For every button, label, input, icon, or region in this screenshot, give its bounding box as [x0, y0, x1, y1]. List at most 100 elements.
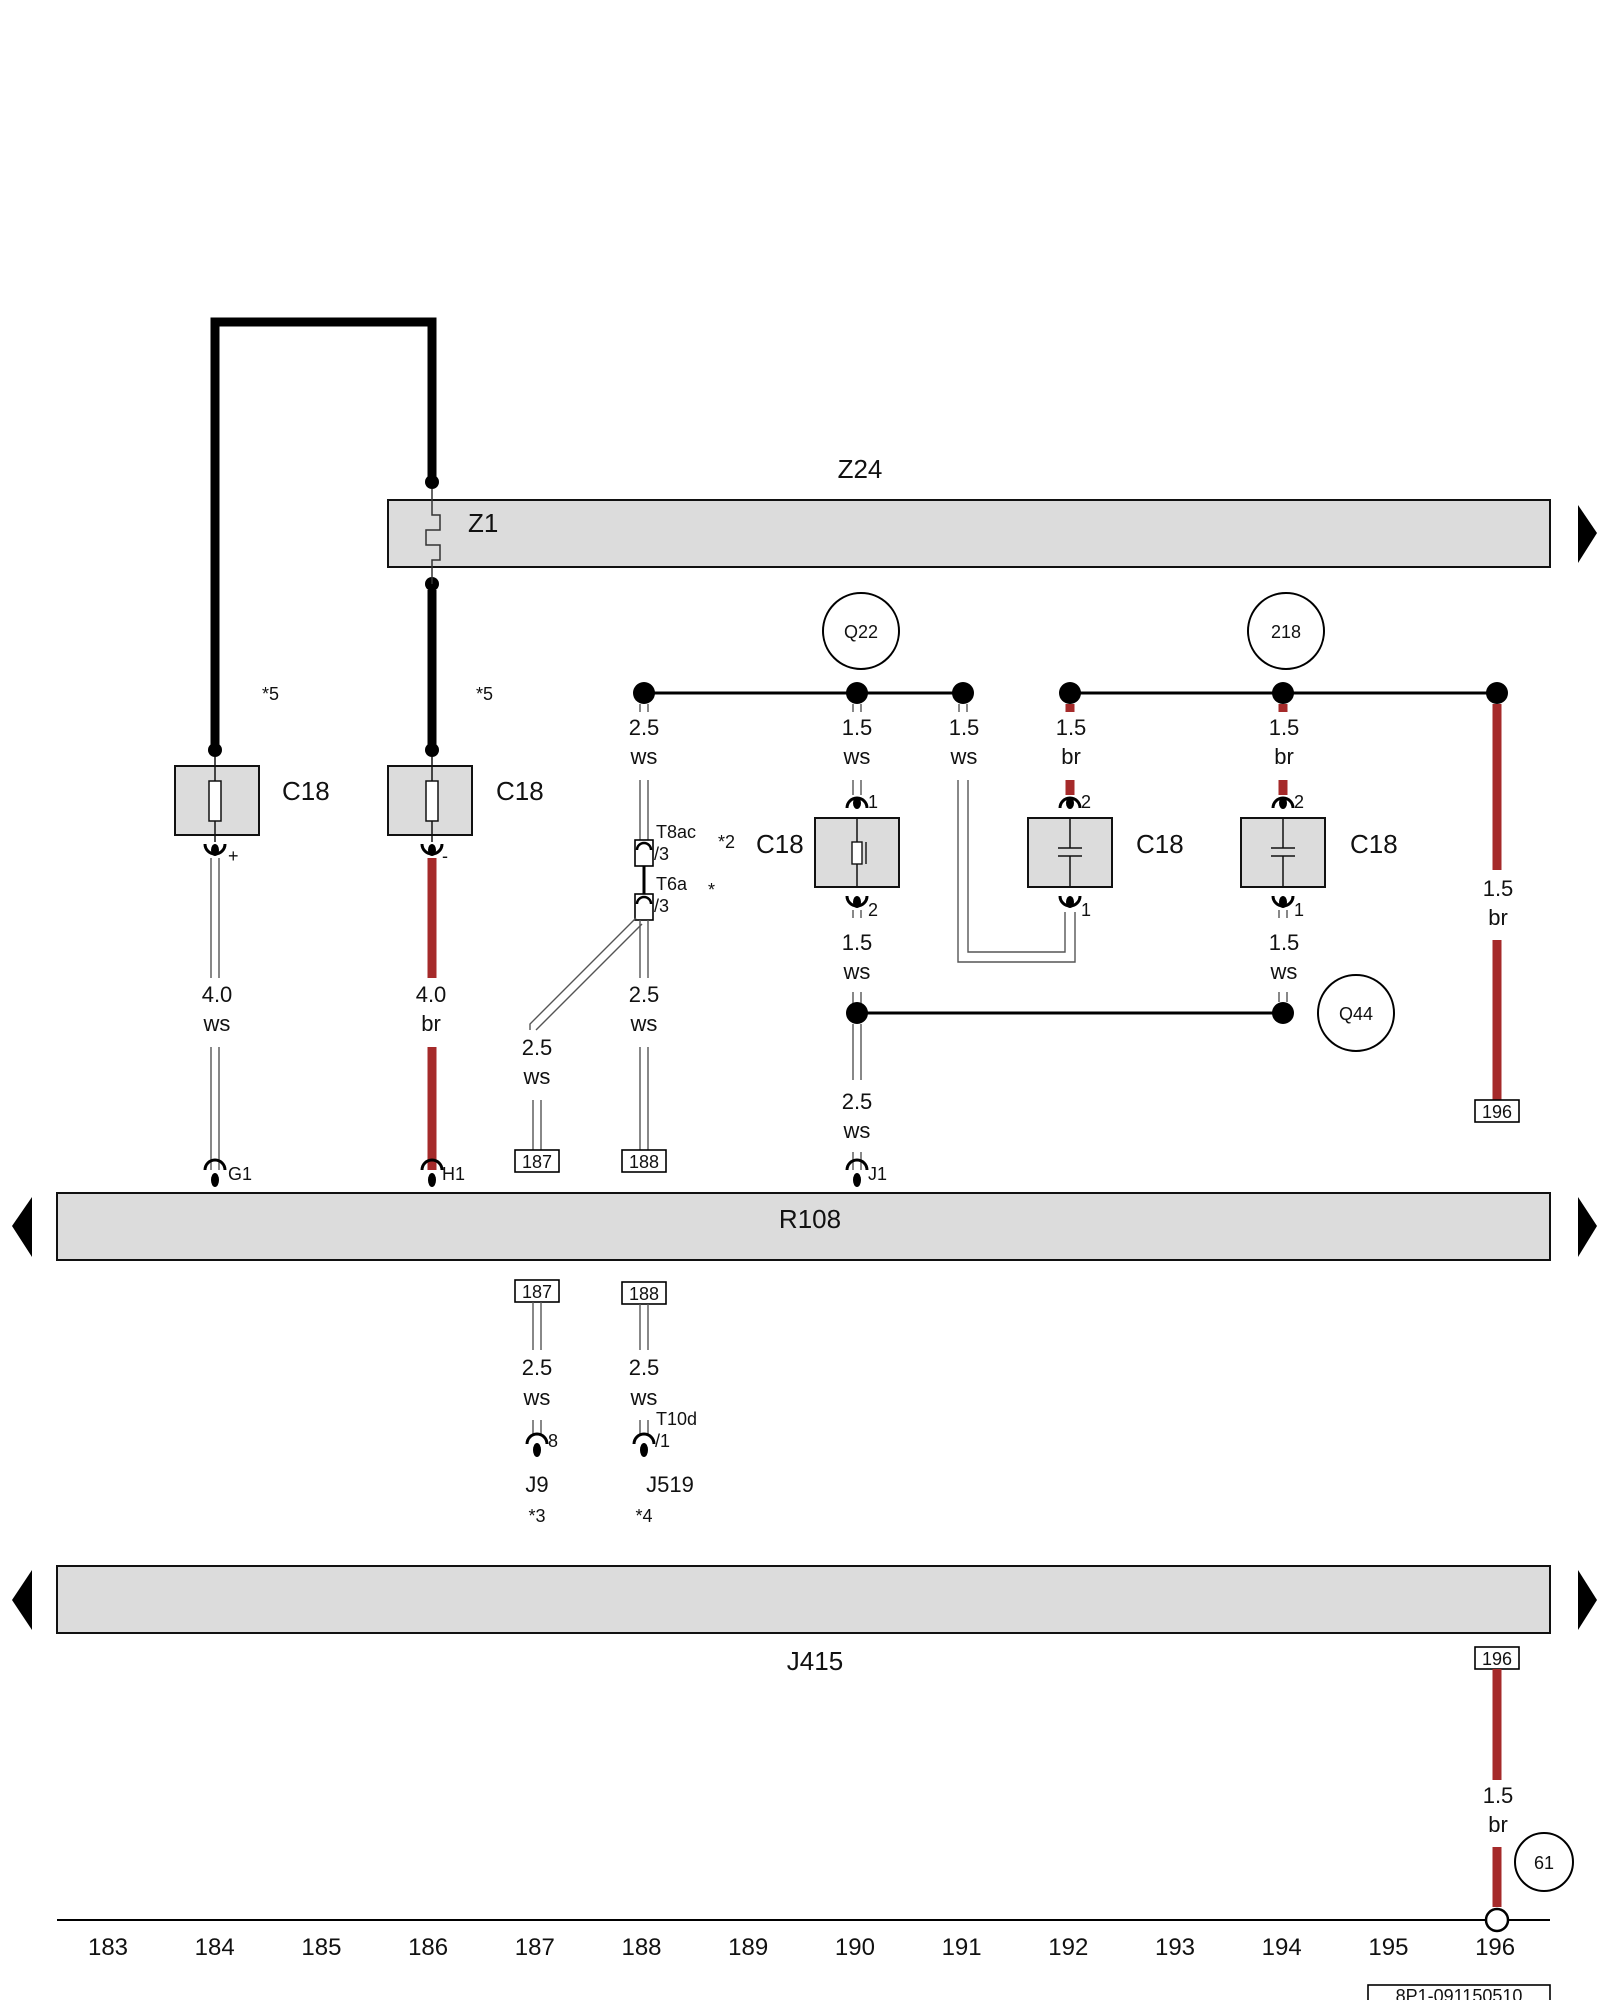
- pin-1: 1: [1294, 900, 1304, 920]
- connector-pin: [211, 1173, 219, 1187]
- r108-bus-bar: [56, 1192, 1551, 1261]
- ref-box-188: [621, 1149, 667, 1173]
- pin-j1: J1: [868, 1164, 887, 1184]
- column-number: 186: [408, 1934, 448, 1961]
- wire-size: 2.5: [842, 1089, 873, 1114]
- circle-q22-label: Q22: [844, 622, 878, 642]
- circle-q44: [1317, 974, 1395, 1052]
- connector-pin: [1066, 797, 1074, 809]
- pin-2: 2: [1294, 792, 1304, 812]
- connector-pin: [632, 1432, 656, 1445]
- j519-label: J519: [646, 1472, 694, 1497]
- wire-size: 1.5: [1269, 715, 1300, 740]
- circle-61: [1514, 1832, 1574, 1892]
- node: [846, 1002, 868, 1024]
- wire-size: 2.5: [522, 1035, 553, 1060]
- c18-label-1: C18: [282, 776, 330, 806]
- left-arrow-j415: [12, 1570, 32, 1630]
- note-star5-a: *5: [262, 684, 279, 704]
- ws-wire-diagonal: [529, 917, 637, 1030]
- c18-label-4: C18: [1136, 829, 1184, 859]
- pin-1: 1: [868, 792, 878, 812]
- c18-label-5: C18: [1350, 829, 1398, 859]
- z24-label: Z24: [838, 454, 883, 484]
- connector-pin: [533, 1443, 541, 1457]
- column-number: 184: [195, 1934, 235, 1961]
- pin-2: 2: [868, 900, 878, 920]
- note-star3: *3: [528, 1506, 545, 1526]
- node: [633, 682, 655, 704]
- wire-color: br: [421, 1011, 441, 1036]
- note-star4: *4: [635, 1506, 652, 1526]
- pin-1: /1: [655, 1431, 670, 1451]
- connector-pin: [853, 1173, 861, 1187]
- node: [1059, 682, 1081, 704]
- column-number: 189: [728, 1934, 768, 1961]
- ref-196: 196: [1482, 1102, 1512, 1122]
- connector-pin: [1066, 896, 1074, 908]
- ref-box-187-lower: [514, 1279, 560, 1303]
- wire-size: 1.5: [949, 715, 980, 740]
- wire-color: br: [1488, 905, 1508, 930]
- column-number: 192: [1048, 1934, 1088, 1961]
- pin-g1: G1: [228, 1164, 252, 1184]
- column-number: 190: [835, 1934, 875, 1961]
- ref-box-187: [514, 1149, 560, 1173]
- resistor-symbol: [208, 780, 222, 822]
- wire-size: 1.5: [1056, 715, 1087, 740]
- connector-pin: [1279, 797, 1287, 809]
- wire-color: ws: [630, 744, 658, 769]
- ws-wire-loop: [967, 780, 1066, 953]
- black-harness-wire: [210, 317, 437, 752]
- component-symbol: [851, 841, 863, 865]
- node: [1272, 682, 1294, 704]
- circle-218-label: 218: [1271, 622, 1301, 642]
- node: [846, 682, 868, 704]
- z24-bus-bar: [387, 499, 1551, 568]
- wire-size: 1.5: [1483, 1783, 1514, 1808]
- wire-color: ws: [523, 1385, 551, 1410]
- wire-color: ws: [843, 959, 871, 984]
- circle-q22: [822, 592, 900, 670]
- wire-color: br: [1274, 744, 1294, 769]
- pin-minus: -: [442, 846, 448, 866]
- node: [952, 682, 974, 704]
- note-star2: *2: [718, 832, 735, 852]
- pin-plus: +: [228, 846, 239, 866]
- wire-color: ws: [630, 1011, 658, 1036]
- ref-box-188-lower: [621, 1281, 667, 1305]
- wire-color: ws: [843, 1118, 871, 1143]
- ws-wire-diagonal: [535, 923, 643, 1031]
- wire-color: br: [1488, 1812, 1508, 1837]
- wire-size: 2.5: [629, 982, 660, 1007]
- node: [208, 743, 222, 757]
- connector-pin: [428, 1173, 436, 1187]
- r108-label: R108: [779, 1204, 841, 1234]
- doc-code-box: [1367, 1984, 1551, 2000]
- node: [425, 475, 439, 489]
- right-arrow-j415: [1578, 1570, 1597, 1630]
- note-star: *: [708, 880, 715, 900]
- z1-fuse-symbol: [425, 489, 441, 584]
- right-arrow-r108: [1578, 1197, 1597, 1257]
- connector-pin: [635, 895, 653, 905]
- ref-box-196: [1474, 1099, 1520, 1123]
- column-number: 183: [88, 1934, 128, 1961]
- j415-bus-bar: [56, 1565, 1551, 1634]
- circle-61-label: 61: [1534, 1853, 1554, 1873]
- node: [1272, 1002, 1294, 1024]
- column-number: 195: [1368, 1934, 1408, 1961]
- ref-196-lower: 196: [1482, 1649, 1512, 1669]
- t8ac-label: T8ac: [656, 822, 696, 842]
- ground-point: [1484, 1907, 1510, 1933]
- column-number: 191: [942, 1934, 982, 1961]
- connector-pin: [211, 844, 219, 856]
- ref-188: 188: [629, 1152, 659, 1172]
- column-number: 193: [1155, 1934, 1195, 1961]
- c18-label-2: C18: [496, 776, 544, 806]
- t10d-label: T10d: [656, 1409, 697, 1429]
- wire-size: 4.0: [202, 982, 233, 1007]
- note-star5-b: *5: [476, 684, 493, 704]
- wire-color: br: [1061, 744, 1081, 769]
